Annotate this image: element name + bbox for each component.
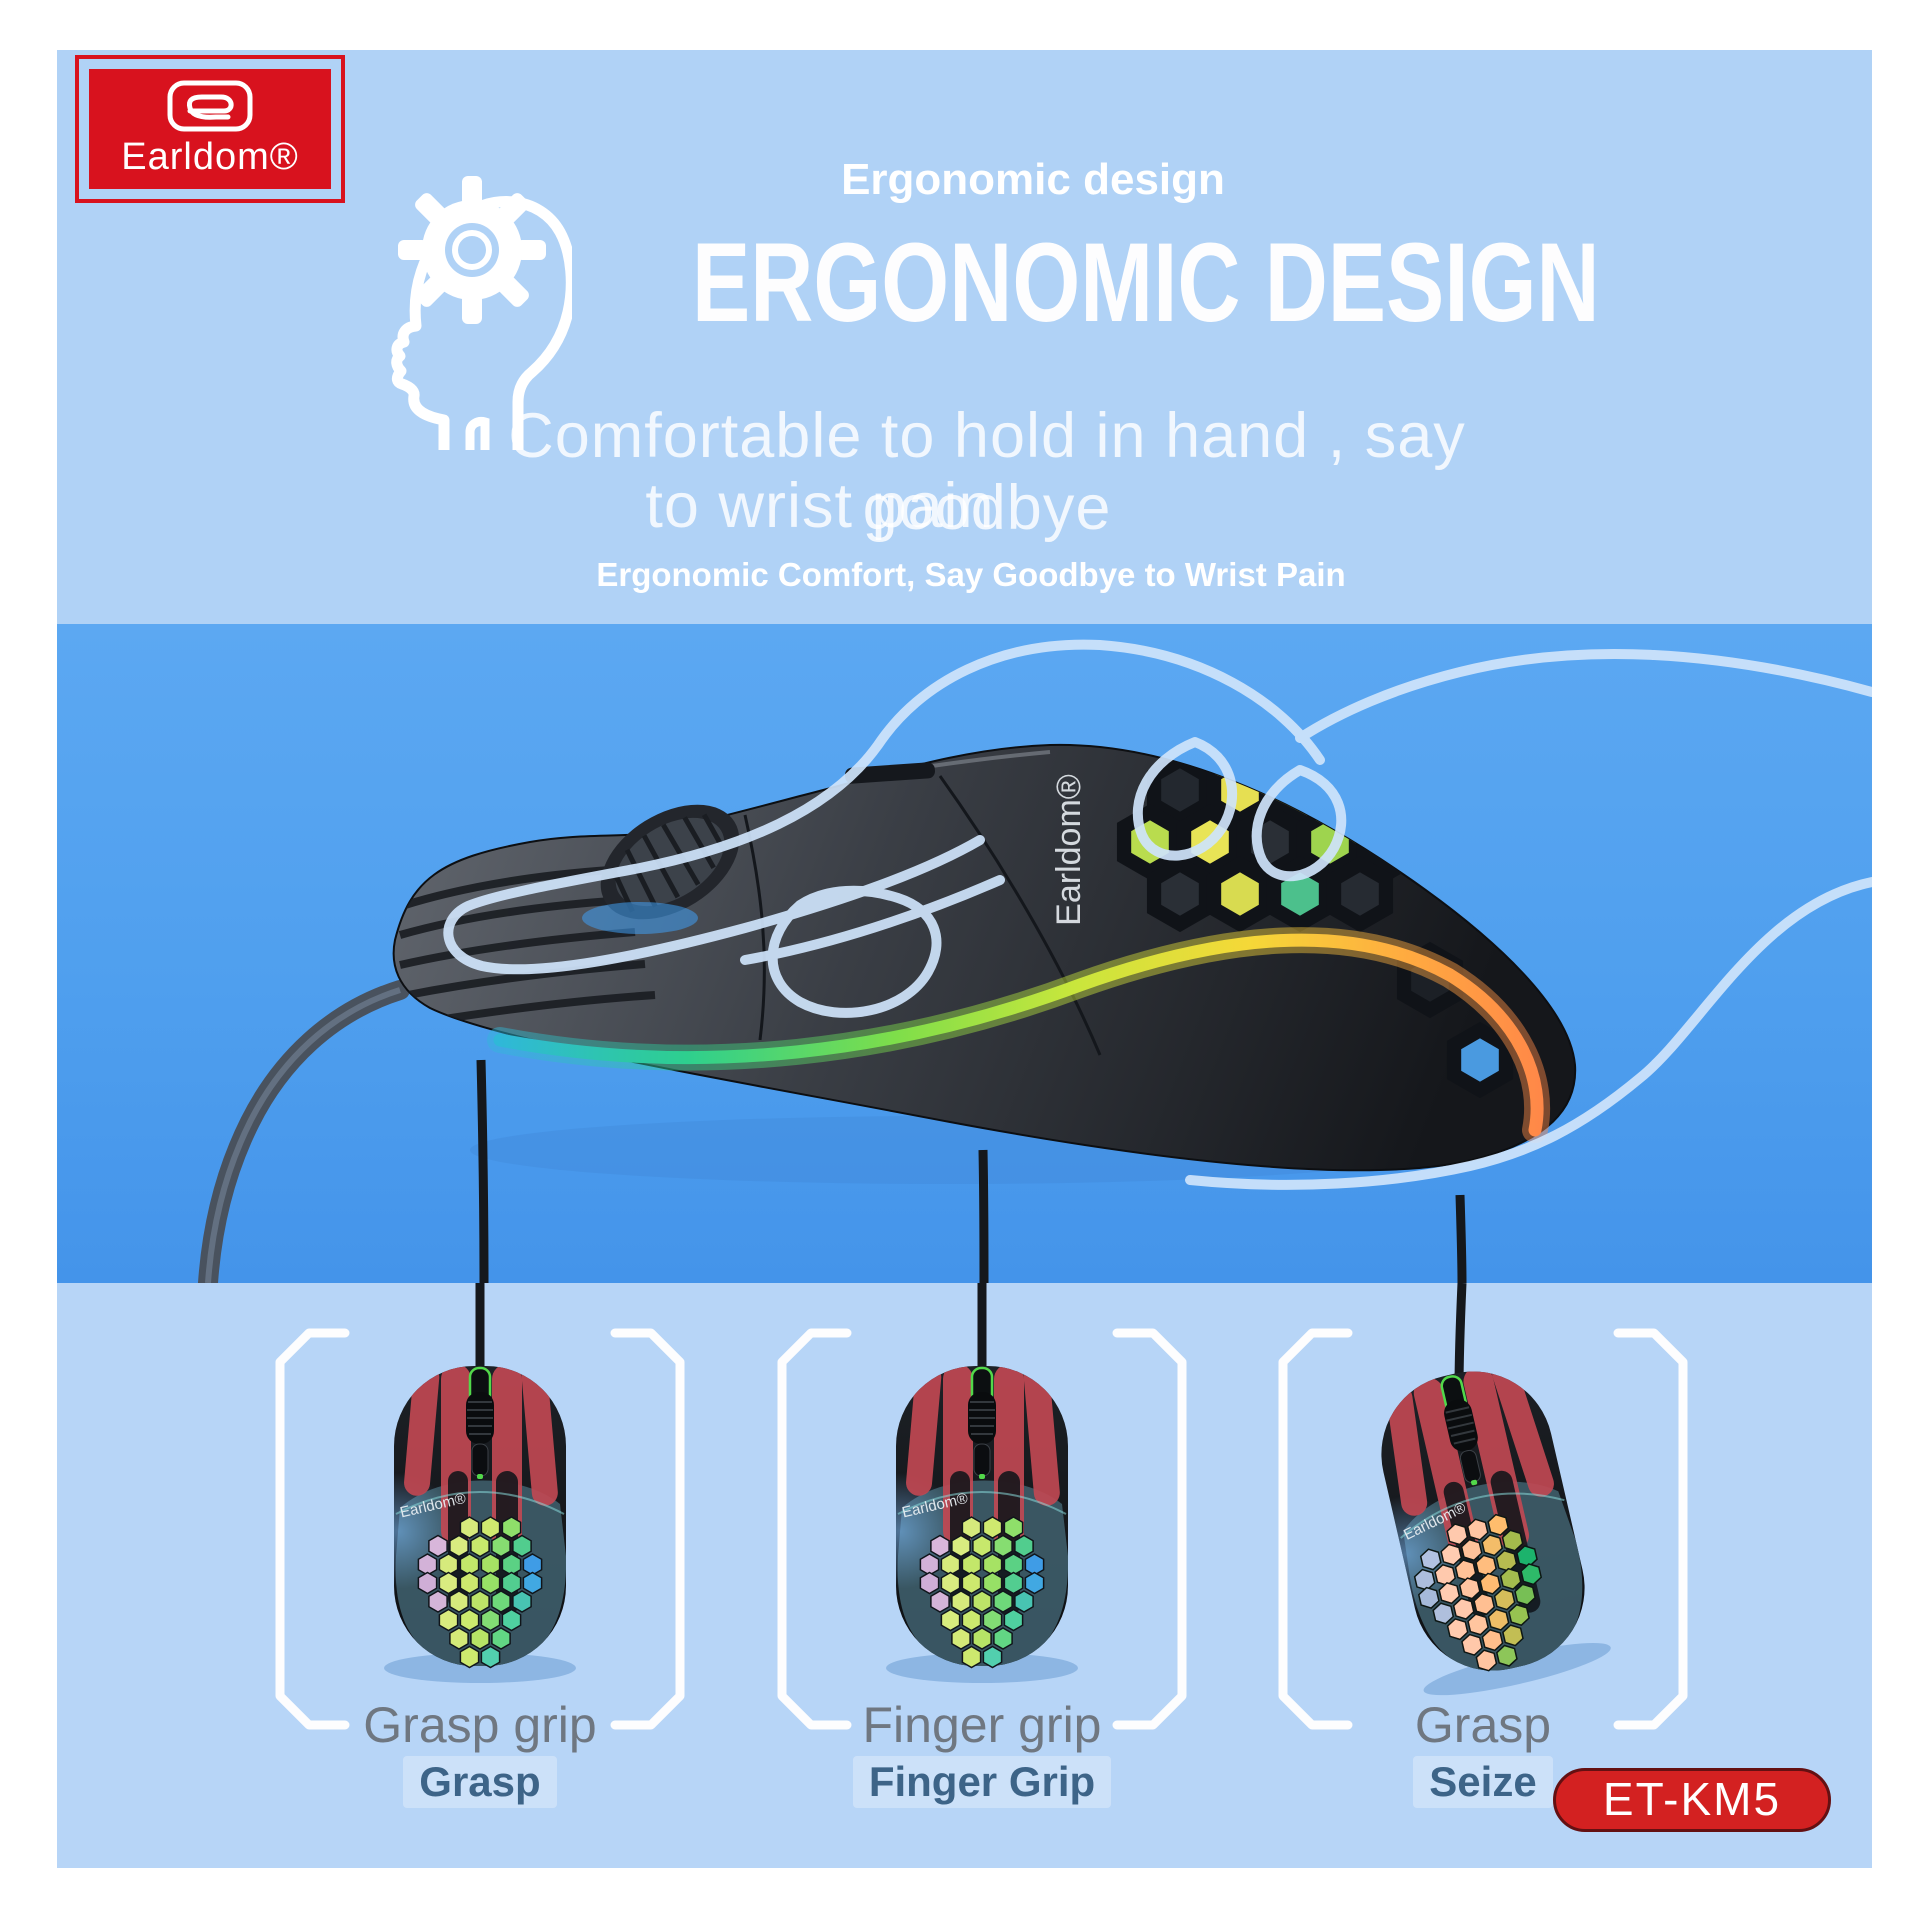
grip-title-3: Grasp xyxy=(1414,1697,1552,1753)
gaming-mouse-side-view: Earldom® xyxy=(392,743,1577,1172)
model-badge: ET-KM5 xyxy=(1553,1768,1831,1832)
grip-column-finger xyxy=(777,1283,1187,1730)
corner-bracket-icon xyxy=(1278,1328,1688,1730)
grip-column-grasp xyxy=(275,1283,685,1730)
grip-title-1: Grasp grip xyxy=(363,1697,597,1753)
mouse-cable xyxy=(198,980,410,1283)
grip-subtitle-1: Grasp xyxy=(403,1756,557,1808)
subtitle-line1: Comfortable to hold in hand , say goodby… xyxy=(508,401,1466,543)
page-title: ERGONOMIC DESIGN xyxy=(692,220,1600,345)
device-brand-hero: Earldom® xyxy=(1050,774,1088,926)
tagline: Ergonomic Comfort, Say Goodbye to Wrist … xyxy=(596,556,1346,593)
grip-column-seize xyxy=(1278,1283,1688,1730)
hero-mouse-illustration: Earldom® xyxy=(198,639,1872,1283)
subtitle-line2: to wrist pain xyxy=(645,471,995,541)
corner-bracket-icon xyxy=(275,1328,685,1730)
header-eyebrow: Ergonomic design xyxy=(841,155,1225,204)
wheel-led-glow xyxy=(582,902,698,934)
small-mouse-cords xyxy=(476,1059,1467,1283)
grip-subtitle-2: Finger Grip xyxy=(852,1756,1112,1808)
earldom-e-icon xyxy=(167,80,253,131)
grip-title-2: Finger grip xyxy=(862,1697,1102,1753)
rgb-light-stripe xyxy=(493,933,1544,1137)
head-gear-icon xyxy=(391,176,572,450)
corner-bracket-icon xyxy=(777,1328,1187,1730)
hand-outline xyxy=(443,639,1872,1190)
logo-brand-text: Earldom® xyxy=(121,135,299,178)
gear-icon xyxy=(398,176,546,324)
earldom-logo: Earldom® xyxy=(75,55,345,203)
grip-subtitle-3: Seize xyxy=(1413,1756,1553,1808)
earldom-logo-plate: Earldom® xyxy=(89,69,331,189)
